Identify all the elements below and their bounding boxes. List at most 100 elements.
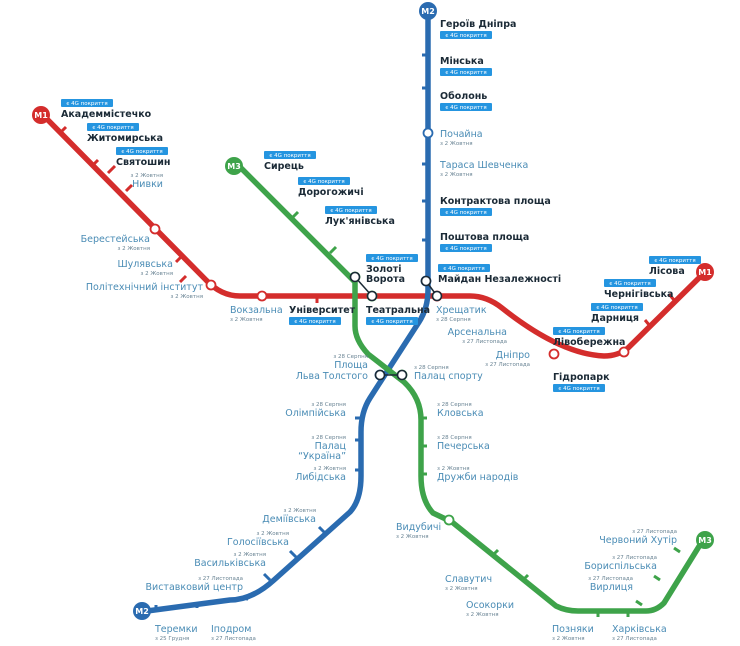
station-node-m1-2[interactable] — [205, 279, 217, 291]
station-label-ploshcha_2[interactable]: Льва Толстого — [296, 371, 368, 382]
station-node-m1-6[interactable] — [618, 346, 630, 358]
station-tick-m2-21 — [244, 593, 252, 601]
badge-4g-lukianivska: є 4G покриття — [325, 206, 377, 214]
station-label-boryspilska[interactable]: Бориспільська — [584, 561, 657, 572]
station-note-khreshchatyk: з 28 Серпня — [436, 317, 471, 323]
station-label-dnipro[interactable]: Дніпро — [496, 350, 531, 361]
station-label-chervonyi[interactable]: Червоний Хутір — [599, 535, 677, 546]
badge-4g-text: є 4G покриття — [443, 266, 484, 272]
station-note-shuliavska: з 2 Жовтня — [140, 271, 173, 277]
station-label-vokzalna[interactable]: Вокзальна — [230, 305, 283, 316]
station-node-m3-13[interactable] — [443, 514, 455, 526]
transfer-node-2[interactable] — [366, 290, 378, 302]
station-label-darnytsia[interactable]: Дарниця — [591, 313, 639, 324]
station-label-syrets[interactable]: Сирець — [264, 161, 304, 172]
station-tick-m3-29 — [491, 548, 500, 557]
station-label-polytekhnichnyi[interactable]: Політехнічний інститут — [86, 282, 204, 293]
station-label-teatralna[interactable]: Театральна — [366, 305, 430, 316]
station-label-zoloti_2[interactable]: Ворота — [366, 274, 405, 285]
station-node-m1-1[interactable] — [149, 223, 161, 235]
station-label-beresteiska[interactable]: Берестейська — [81, 234, 150, 245]
badge-4g-text: є 4G покриття — [371, 319, 412, 325]
station-label-poshtova[interactable]: Поштова площа — [440, 232, 529, 243]
station-label-kharkivska[interactable]: Харківська — [612, 624, 667, 635]
badge-4g-obolon: є 4G покриття — [440, 103, 492, 111]
badge-4g-bg — [440, 31, 492, 39]
station-label-pecherska[interactable]: Печерська — [437, 441, 490, 452]
station-label-zhytomyrska[interactable]: Житомирська — [87, 133, 163, 144]
station-label-klovska[interactable]: Кловська — [437, 408, 484, 419]
station-label-dorohozhychi[interactable]: Дорогожичі — [298, 187, 364, 198]
badge-4g-bg — [366, 254, 418, 262]
station-label-maidan[interactable]: Майдан Незалежності — [438, 274, 561, 285]
station-label-heroiv_dnipra[interactable]: Героїв Дніпра — [440, 19, 516, 30]
badge-4g-universytet: є 4G покриття — [289, 317, 341, 325]
station-node-m2-7[interactable] — [422, 127, 434, 139]
station-label-palats_sportu[interactable]: Палац спорту — [414, 371, 483, 382]
station-node-m1-5[interactable] — [548, 348, 560, 360]
line-terminal-m2-icon — [419, 2, 437, 20]
station-note-pochaina: з 2 Жовтня — [440, 141, 473, 147]
badge-4g-bg — [604, 279, 656, 287]
line-m2-path — [144, 11, 431, 614]
badge-4g-sviatoshyn: є 4G покриття — [116, 147, 168, 155]
station-label-obolon[interactable]: Оболонь — [440, 91, 487, 102]
station-note-druzhby: з 2 Жовтня — [437, 466, 470, 472]
line-terminal-label: M2 — [135, 607, 149, 616]
station-label-demiivska[interactable]: Деміївська — [262, 514, 316, 525]
station-label-osokorky[interactable]: Осокорки — [466, 600, 514, 611]
station-node-m1-3[interactable] — [256, 290, 268, 302]
station-label-ipodrom[interactable]: Іподром — [211, 624, 251, 635]
station-note-vasylkivska: з 2 Жовтня — [233, 552, 266, 558]
station-note-teremky: з 25 Грудня — [155, 636, 189, 642]
badge-4g-bg — [289, 317, 341, 325]
station-label-teremky[interactable]: Теремки — [154, 624, 198, 635]
station-label-nyvky[interactable]: Нивки — [132, 179, 163, 190]
station-label-livoberezhna[interactable]: Лівобережна — [553, 337, 625, 348]
station-label-holosiivska[interactable]: Голосіївська — [227, 537, 289, 548]
station-note-kharkivska: з 27 Листопада — [612, 636, 657, 642]
station-label-lybidska[interactable]: Либідська — [295, 472, 346, 483]
station-label-shuliavska[interactable]: Шулявська — [117, 259, 173, 270]
station-label-druzhby[interactable]: Дружби народів — [437, 472, 519, 483]
station-label-slavutych[interactable]: Славутич — [445, 574, 492, 585]
line-terminal-label: M1 — [698, 268, 712, 277]
station-label-minska[interactable]: Мінська — [440, 56, 484, 67]
station-label-pochaina[interactable]: Почайна — [440, 129, 483, 140]
station-label-palats_2[interactable]: “Україна” — [298, 451, 346, 462]
station-label-khreshchatyk[interactable]: Хрещатик — [436, 305, 487, 316]
station-label-vasylkivska[interactable]: Васильківська — [194, 558, 266, 569]
badge-4g-bg — [366, 317, 418, 325]
station-label-universytet[interactable]: Університет — [289, 305, 356, 316]
station-note-vokzalna: з 2 Жовтня — [230, 317, 263, 323]
badge-4g-bg — [87, 123, 139, 131]
station-label-sviatoshyn[interactable]: Святошин — [116, 157, 170, 168]
station-label-palats_1[interactable]: Палац — [315, 441, 347, 452]
station-note-slavutych: з 2 Жовтня — [445, 586, 478, 592]
station-label-arsenalna[interactable]: Арсенальна — [448, 327, 507, 338]
station-label-vystavkovyi[interactable]: Виставковий центр — [146, 582, 243, 593]
transfer-node-3[interactable] — [420, 275, 432, 287]
station-tick-m1-5 — [174, 254, 184, 264]
station-label-chernihivska[interactable]: Чернігівська — [604, 289, 673, 300]
station-label-tarasa[interactable]: Тараса Шевченка — [439, 160, 528, 171]
station-tick-m3-34 — [653, 574, 661, 582]
transfer-node-6[interactable] — [396, 369, 408, 381]
badge-4g-bg — [298, 177, 350, 185]
transfer-node-1[interactable] — [349, 271, 361, 283]
station-label-kontraktova[interactable]: Контрактова площа — [440, 196, 551, 207]
station-label-akademmistechko[interactable]: Академмістечко — [61, 109, 152, 120]
station-label-hidropark[interactable]: Гідропарк — [553, 372, 610, 383]
station-tick-m3-30 — [521, 573, 530, 582]
station-label-olimpiiska[interactable]: Олімпійська — [285, 408, 346, 419]
station-label-lisova[interactable]: Лісова — [649, 266, 685, 277]
station-label-vyrlytsia[interactable]: Вирлиця — [590, 582, 633, 593]
station-label-lukianivska[interactable]: Лук'янівська — [325, 216, 395, 227]
station-note-demiivska: з 2 Жовтня — [283, 508, 316, 514]
transfer-node-5[interactable] — [374, 369, 386, 381]
transfer-node-4[interactable] — [431, 290, 443, 302]
station-label-zoloti_1[interactable]: Золоті — [366, 264, 402, 275]
station-label-ploshcha_1[interactable]: Площа — [334, 360, 368, 371]
station-label-pozniaky[interactable]: Позняки — [552, 624, 594, 635]
station-label-vydubychi[interactable]: Видубичі — [396, 522, 441, 533]
